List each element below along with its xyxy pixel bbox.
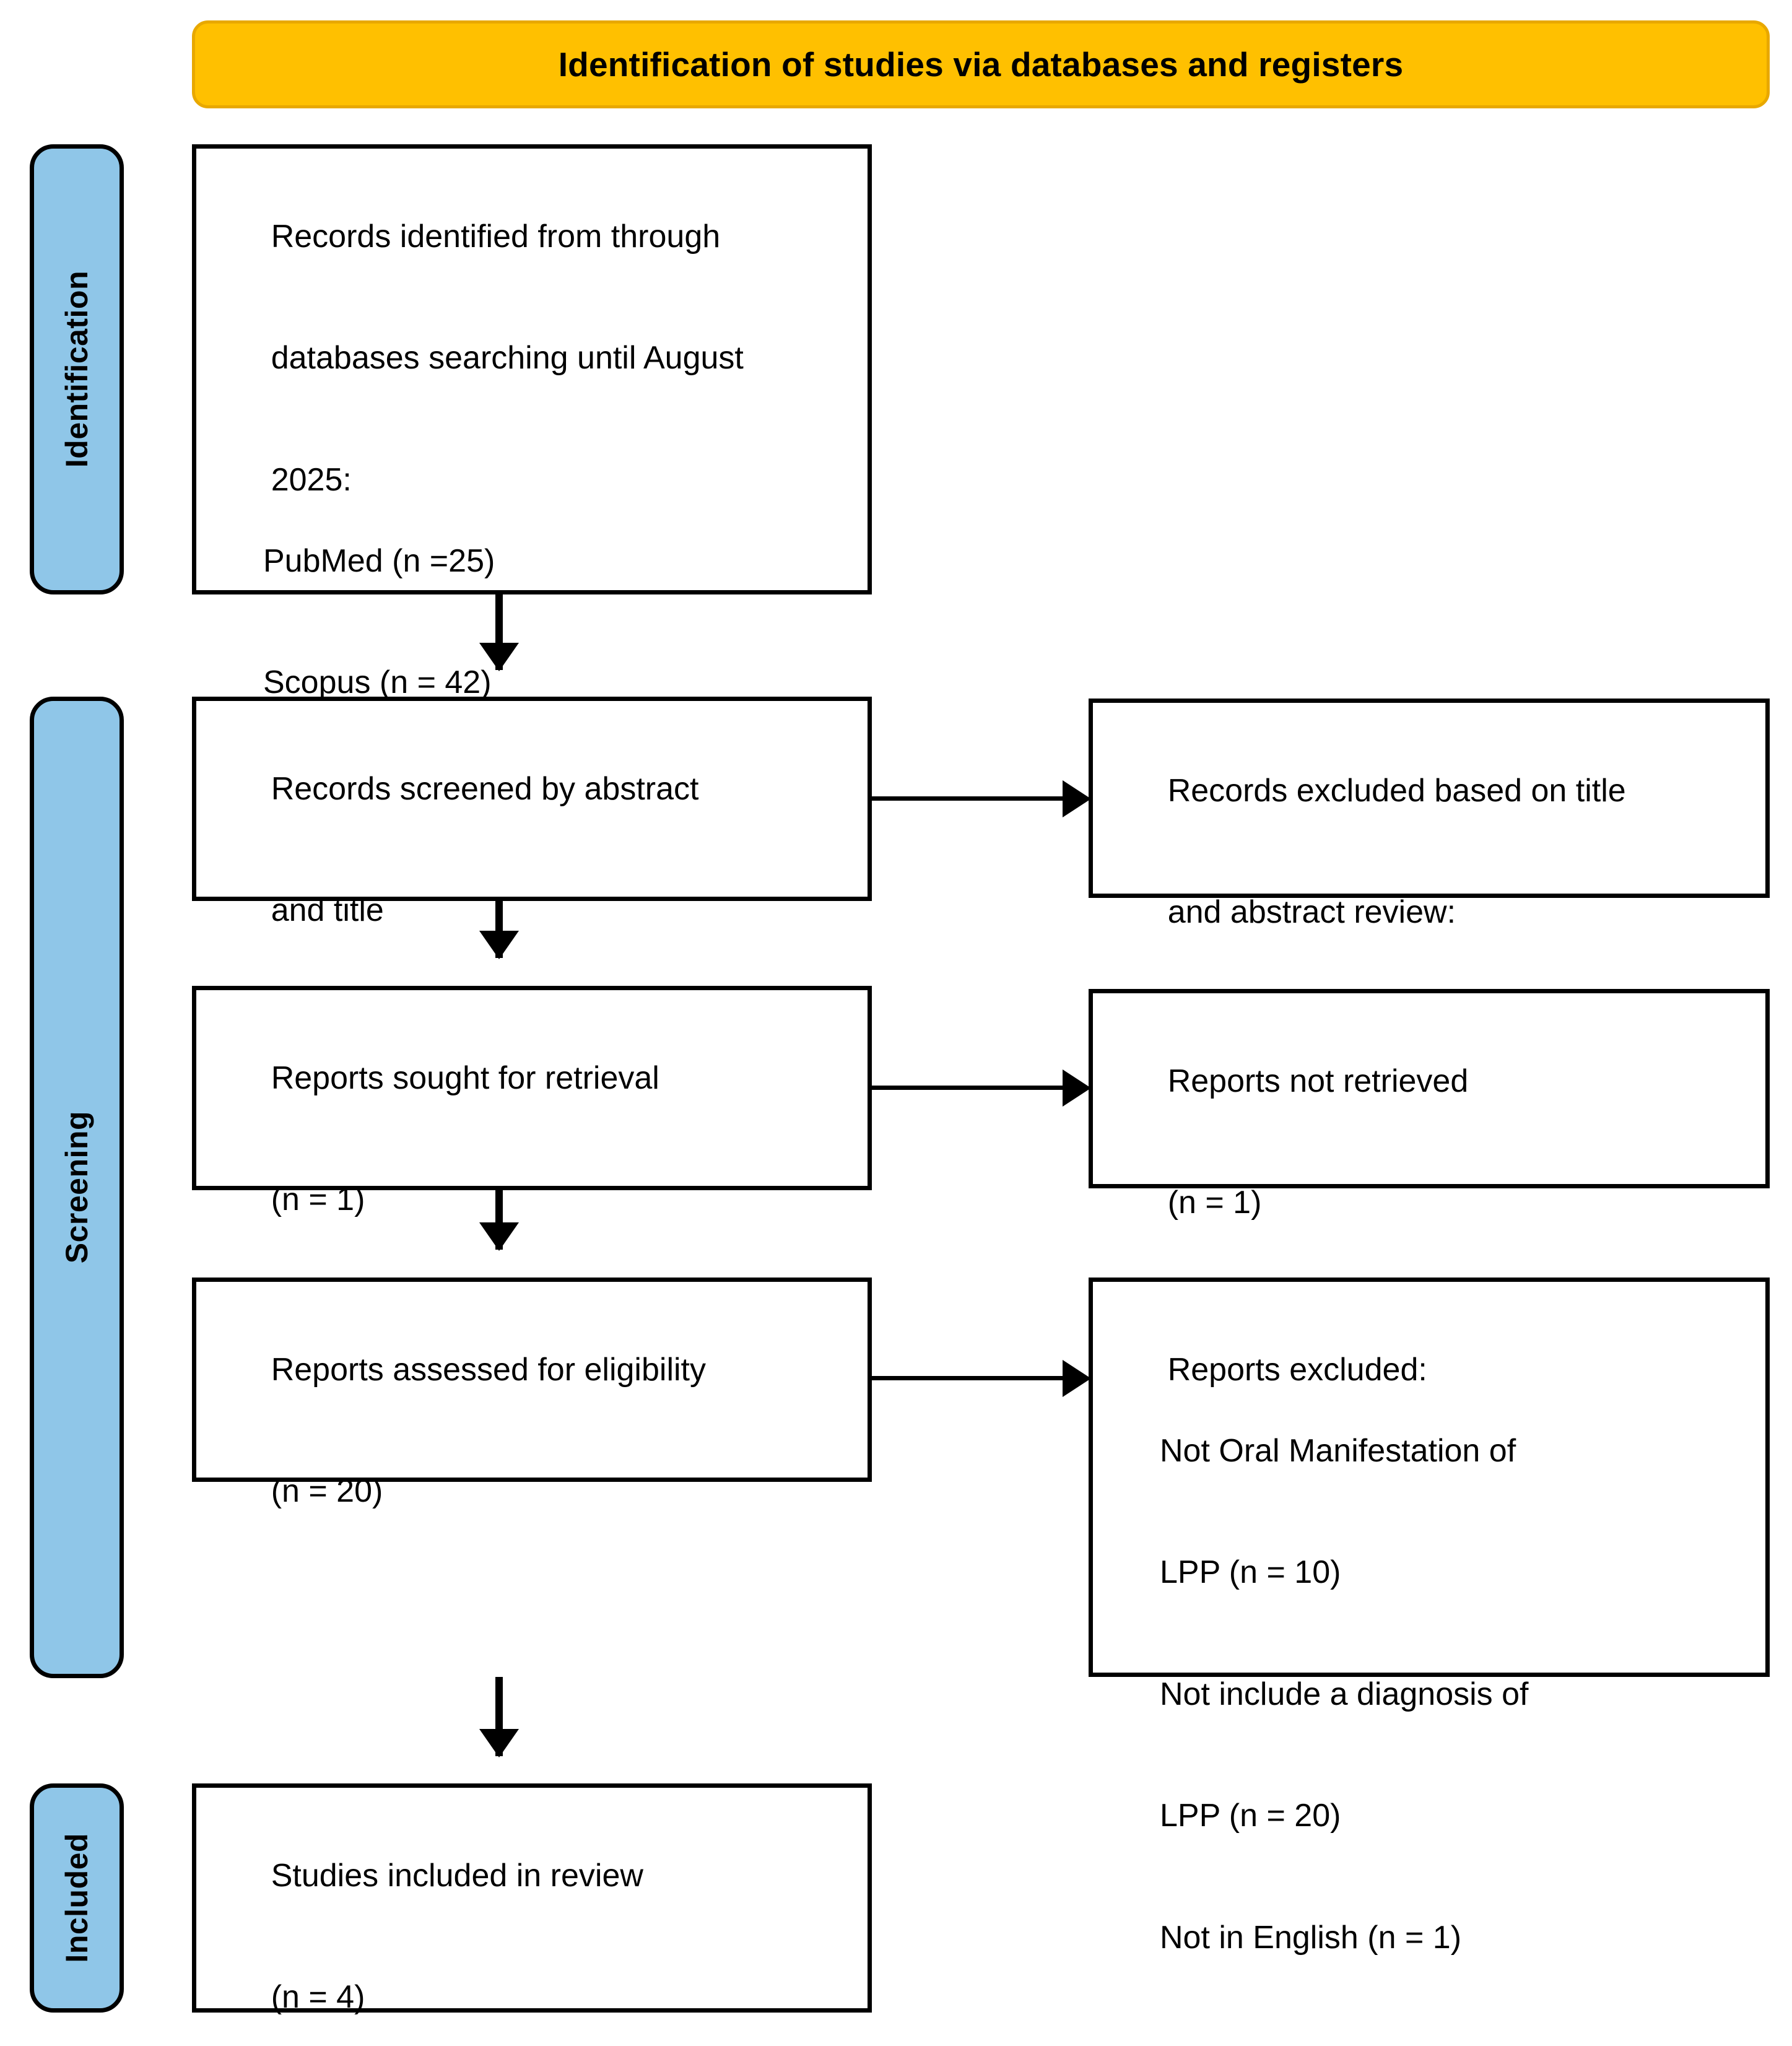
reports-excluded-reason-2a: Not include a diagnosis of xyxy=(1160,1676,1529,1712)
reports-not-retrieved-line-1: Reports not retrieved xyxy=(1167,1063,1469,1099)
box-records-identified: Records identified from through database… xyxy=(192,144,872,700)
records-identified-line-3: 2025: xyxy=(271,461,352,498)
box-reports-eligibility-text: Reports assessed for eligibility (n = 20… xyxy=(217,1309,846,1552)
box-reports-not-retrieved-text: Reports not retrieved (n = 1) xyxy=(1114,1021,1744,1264)
box-reports-excluded-eligibility: Reports excluded: Not Oral Manifestation… xyxy=(1089,1278,1770,1956)
stage-label-screening: Screening xyxy=(30,697,124,1678)
arrow-eligibility-to-excluded xyxy=(872,1376,1064,1380)
studies-included-line-1: Studies included in review xyxy=(271,1857,643,1894)
stage-label-identification-text: Identification xyxy=(59,271,94,468)
studies-included-count: (n = 4) xyxy=(271,1979,365,2016)
reports-excluded-reason-1a: Not Oral Manifestation of xyxy=(1160,1432,1516,1469)
stage-label-identification: Identification xyxy=(30,144,124,594)
arrow-sought-to-not-retrieved xyxy=(872,1086,1064,1090)
stage-label-included-text: Included xyxy=(59,1833,94,1963)
box-records-screened: Records screened by abstract and title (… xyxy=(192,697,872,1050)
reports-sought-line-1: Reports sought for retrieval xyxy=(271,1060,659,1096)
arrow-screened-to-excluded xyxy=(872,796,1064,801)
box-reports-not-retrieved: Reports not retrieved (n = 1) xyxy=(1089,989,1770,1221)
records-screened-line-1: Records screened by abstract xyxy=(271,770,699,807)
reports-sought-count: (n = 1) xyxy=(271,1182,365,1218)
records-screened-line-2: and title xyxy=(271,892,384,929)
reports-eligibility-count: (n = 20) xyxy=(271,1473,383,1510)
box-studies-included: Studies included in review (n = 4) Repor… xyxy=(192,1783,872,2015)
box-records-excluded-screening: Records excluded based on title and abst… xyxy=(1089,699,1770,1052)
reports-excluded-reason-3: Not in English (n = 1) xyxy=(1160,1919,1462,1956)
box-reports-excluded-eligibility-text: Reports excluded: Not Oral Manifestation… xyxy=(1114,1309,1744,2039)
reports-eligibility-line-1: Reports assessed for eligibility xyxy=(271,1351,706,1388)
box-reports-sought-text: Reports sought for retrieval (n = 1) xyxy=(217,1017,846,1261)
reports-excluded-reason-2b: LPP (n = 20) xyxy=(1160,1798,1341,1834)
diagram-header-banner: Identification of studies via databases … xyxy=(192,20,1770,108)
stage-label-screening-text: Screening xyxy=(59,1111,94,1264)
diagram-title: Identification of studies via databases … xyxy=(558,45,1404,84)
records-identified-pubmed: PubMed (n =25) xyxy=(263,542,495,579)
reports-not-retrieved-count: (n = 1) xyxy=(1167,1185,1262,1221)
arrow-eligibility-to-included xyxy=(495,1677,503,1756)
box-records-identified-text: Records identified from through database… xyxy=(217,176,846,785)
records-identified-line-1: Records identified from through xyxy=(271,218,721,255)
box-reports-sought: Reports sought for retrieval (n = 1) xyxy=(192,986,872,1217)
box-studies-included-text: Studies included in review (n = 4) Repor… xyxy=(217,1815,846,2046)
arrow-identified-to-screened xyxy=(495,594,503,670)
records-excluded-line-2: and abstract review: xyxy=(1167,894,1456,931)
stage-label-included: Included xyxy=(30,1783,124,2013)
arrow-screened-to-sought xyxy=(495,901,503,958)
reports-excluded-reason-1b: LPP (n = 10) xyxy=(1160,1554,1341,1591)
arrow-sought-to-eligibility xyxy=(495,1190,503,1250)
reports-excluded-heading: Reports excluded: xyxy=(1167,1351,1427,1388)
records-excluded-line-1: Records excluded based on title xyxy=(1167,772,1626,809)
records-identified-line-2: databases searching until August xyxy=(271,340,744,377)
box-reports-eligibility: Reports assessed for eligibility (n = 20… xyxy=(192,1278,872,1509)
